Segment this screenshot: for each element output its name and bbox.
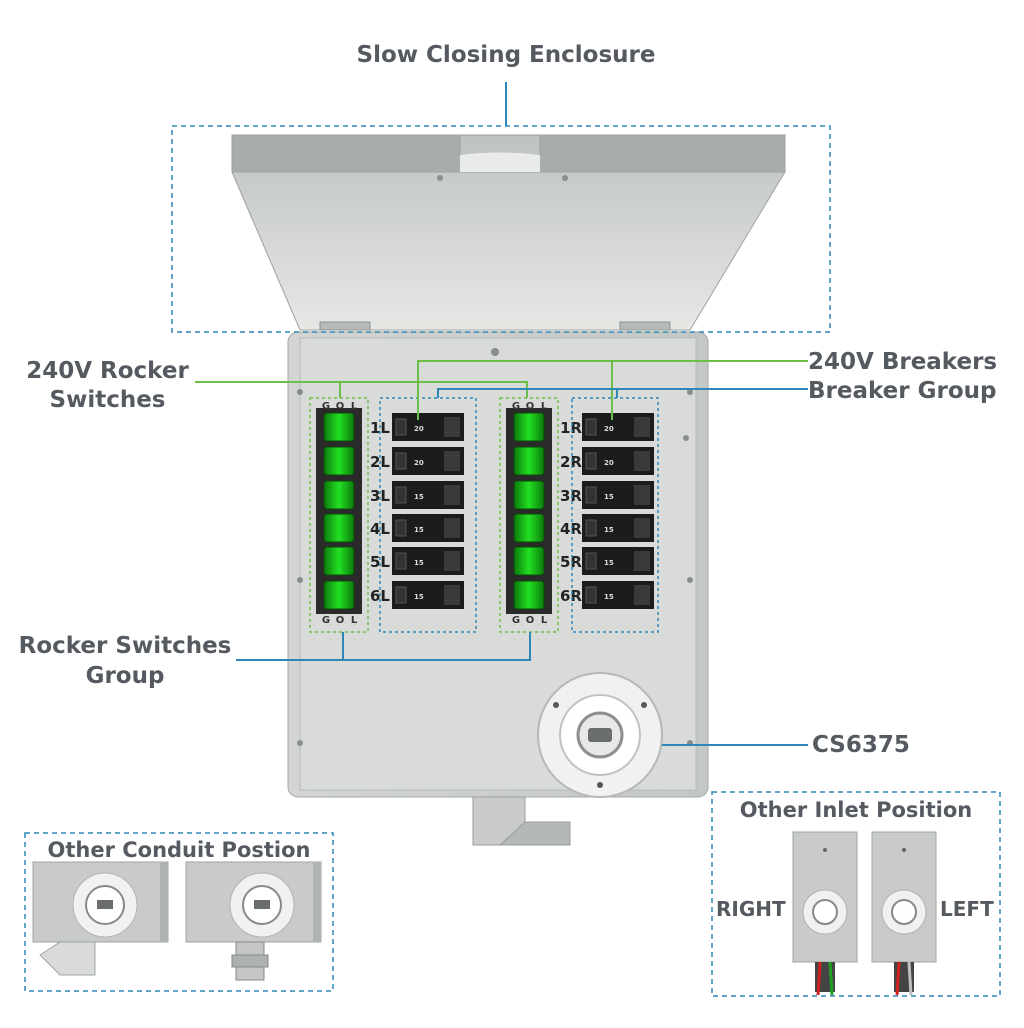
right-breaker-rating-4: 15	[604, 526, 614, 534]
right-circuit-label-2: 2R	[560, 453, 582, 471]
inlet-inset-title: Other Inlet Position	[739, 798, 973, 822]
left-breaker-label-plate-2	[444, 451, 460, 471]
right-breaker-handle-2	[585, 452, 597, 470]
left-breaker-label-plate-1	[444, 417, 460, 437]
inlet-inset-images	[792, 831, 937, 996]
rocker-group-label-line2: Group	[85, 663, 165, 689]
right-breaker-handle-3	[585, 486, 597, 504]
right-breaker-rating-3: 15	[604, 493, 614, 501]
left-rocker-switch-5	[323, 546, 355, 576]
left-rocker-switch-1	[323, 412, 355, 442]
enclosure-callout-box	[171, 125, 831, 333]
right-rocker-switch-6	[513, 580, 545, 610]
left-footer-label-o: O	[336, 615, 345, 626]
left-rocker-column	[316, 408, 362, 614]
left-breaker-rating-2: 20	[414, 459, 424, 467]
left-circuit-label-3: 3L	[370, 487, 390, 505]
left-rocker-switch-3	[323, 480, 355, 510]
right-rocker-switch-1	[513, 412, 545, 442]
inlet-inset-box	[711, 791, 1001, 997]
rocker-240v-label-line2: Switches	[49, 387, 166, 413]
right-circuit-label-4: 4R	[560, 520, 582, 538]
right-breaker-label-plate-4	[634, 518, 650, 538]
right-breaker-handle-4	[585, 519, 597, 537]
right-breaker-label-plate-1	[634, 417, 650, 437]
left-breaker-handle-1	[395, 418, 407, 436]
conduit-inset-box	[24, 832, 334, 992]
left-breaker-rating-5: 15	[414, 559, 424, 567]
right-rocker-switch-2	[513, 446, 545, 476]
right-rocker-switch-5	[513, 546, 545, 576]
left-breaker-handle-5	[395, 552, 407, 570]
left-rocker-switch-6	[323, 580, 355, 610]
right-circuit-label-1: 1R	[560, 419, 582, 437]
enclosure-lid	[231, 134, 786, 331]
right-breaker-handle-6	[585, 586, 597, 604]
enclosure-label: Slow Closing Enclosure	[356, 42, 656, 68]
right-breaker-label-plate-6	[634, 585, 650, 605]
right-circuit-label-3: 3R	[560, 487, 582, 505]
left-breaker-label-plate-6	[444, 585, 460, 605]
left-rocker-switch-2	[323, 446, 355, 476]
left-breaker-handle-4	[395, 519, 407, 537]
conduit-inset-title: Other Conduit Postion	[47, 838, 311, 862]
right-breaker-rating-6: 15	[604, 593, 614, 601]
left-breaker-rating-3: 15	[414, 493, 424, 501]
left-breaker-label-plate-4	[444, 518, 460, 538]
right-header-label-g: G	[512, 401, 520, 412]
right-footer-label-l: L	[541, 615, 548, 626]
left-breaker-handle-6	[395, 586, 407, 604]
right-header-label-l: L	[541, 401, 548, 412]
left-breaker-label-plate-3	[444, 485, 460, 505]
right-circuit-label-6: 6R	[560, 587, 582, 605]
left-breaker-label-plate-5	[444, 551, 460, 571]
inlet-model-label: CS6375	[812, 732, 910, 758]
left-breaker-rating-1: 20	[414, 425, 424, 433]
left-rocker-switch-4	[323, 513, 355, 543]
right-header-label-o: O	[526, 401, 535, 412]
right-circuit-label-5: 5R	[560, 553, 582, 571]
breakers-240v-label: 240V Breakers	[808, 349, 998, 375]
left-circuit-label-5: 5L	[370, 553, 390, 571]
inlet-socket	[537, 672, 663, 798]
right-breaker-rating-5: 15	[604, 559, 614, 567]
right-breaker-handle-5	[585, 552, 597, 570]
right-rocker-switch-4	[513, 513, 545, 543]
right-footer-label-o: O	[526, 615, 535, 626]
left-footer-label-l: L	[351, 615, 358, 626]
left-breaker-rating-6: 15	[414, 593, 424, 601]
right-rocker-column	[506, 408, 552, 614]
callouts	[24, 82, 1001, 997]
rocker-group-label-line1: Rocker Switches	[18, 633, 232, 659]
right-breaker-rating-2: 20	[604, 459, 614, 467]
conduit-inset-images	[32, 861, 322, 981]
rocker-240v-label-line1: 240V Rocker	[26, 358, 189, 384]
left-breaker-handle-2	[395, 452, 407, 470]
left-breaker-rating-4: 15	[414, 526, 424, 534]
left-header-label-l: L	[351, 401, 358, 412]
right-breaker-label-plate-5	[634, 551, 650, 571]
left-header-label-o: O	[336, 401, 345, 412]
right-breaker-rating-1: 20	[604, 425, 614, 433]
right-footer-label-g: G	[512, 615, 520, 626]
right-rocker-switch-3	[513, 480, 545, 510]
right-breaker-label-plate-2	[634, 451, 650, 471]
right-breaker-label-plate-3	[634, 485, 650, 505]
left-header-label-g: G	[322, 401, 330, 412]
inlet-left-label: LEFT	[940, 897, 994, 921]
left-breaker-handle-3	[395, 486, 407, 504]
inlet-right-label: RIGHT	[716, 897, 786, 921]
left-footer-label-g: G	[322, 615, 330, 626]
breaker-group-label: Breaker Group	[808, 378, 997, 404]
right-breaker-handle-1	[585, 418, 597, 436]
